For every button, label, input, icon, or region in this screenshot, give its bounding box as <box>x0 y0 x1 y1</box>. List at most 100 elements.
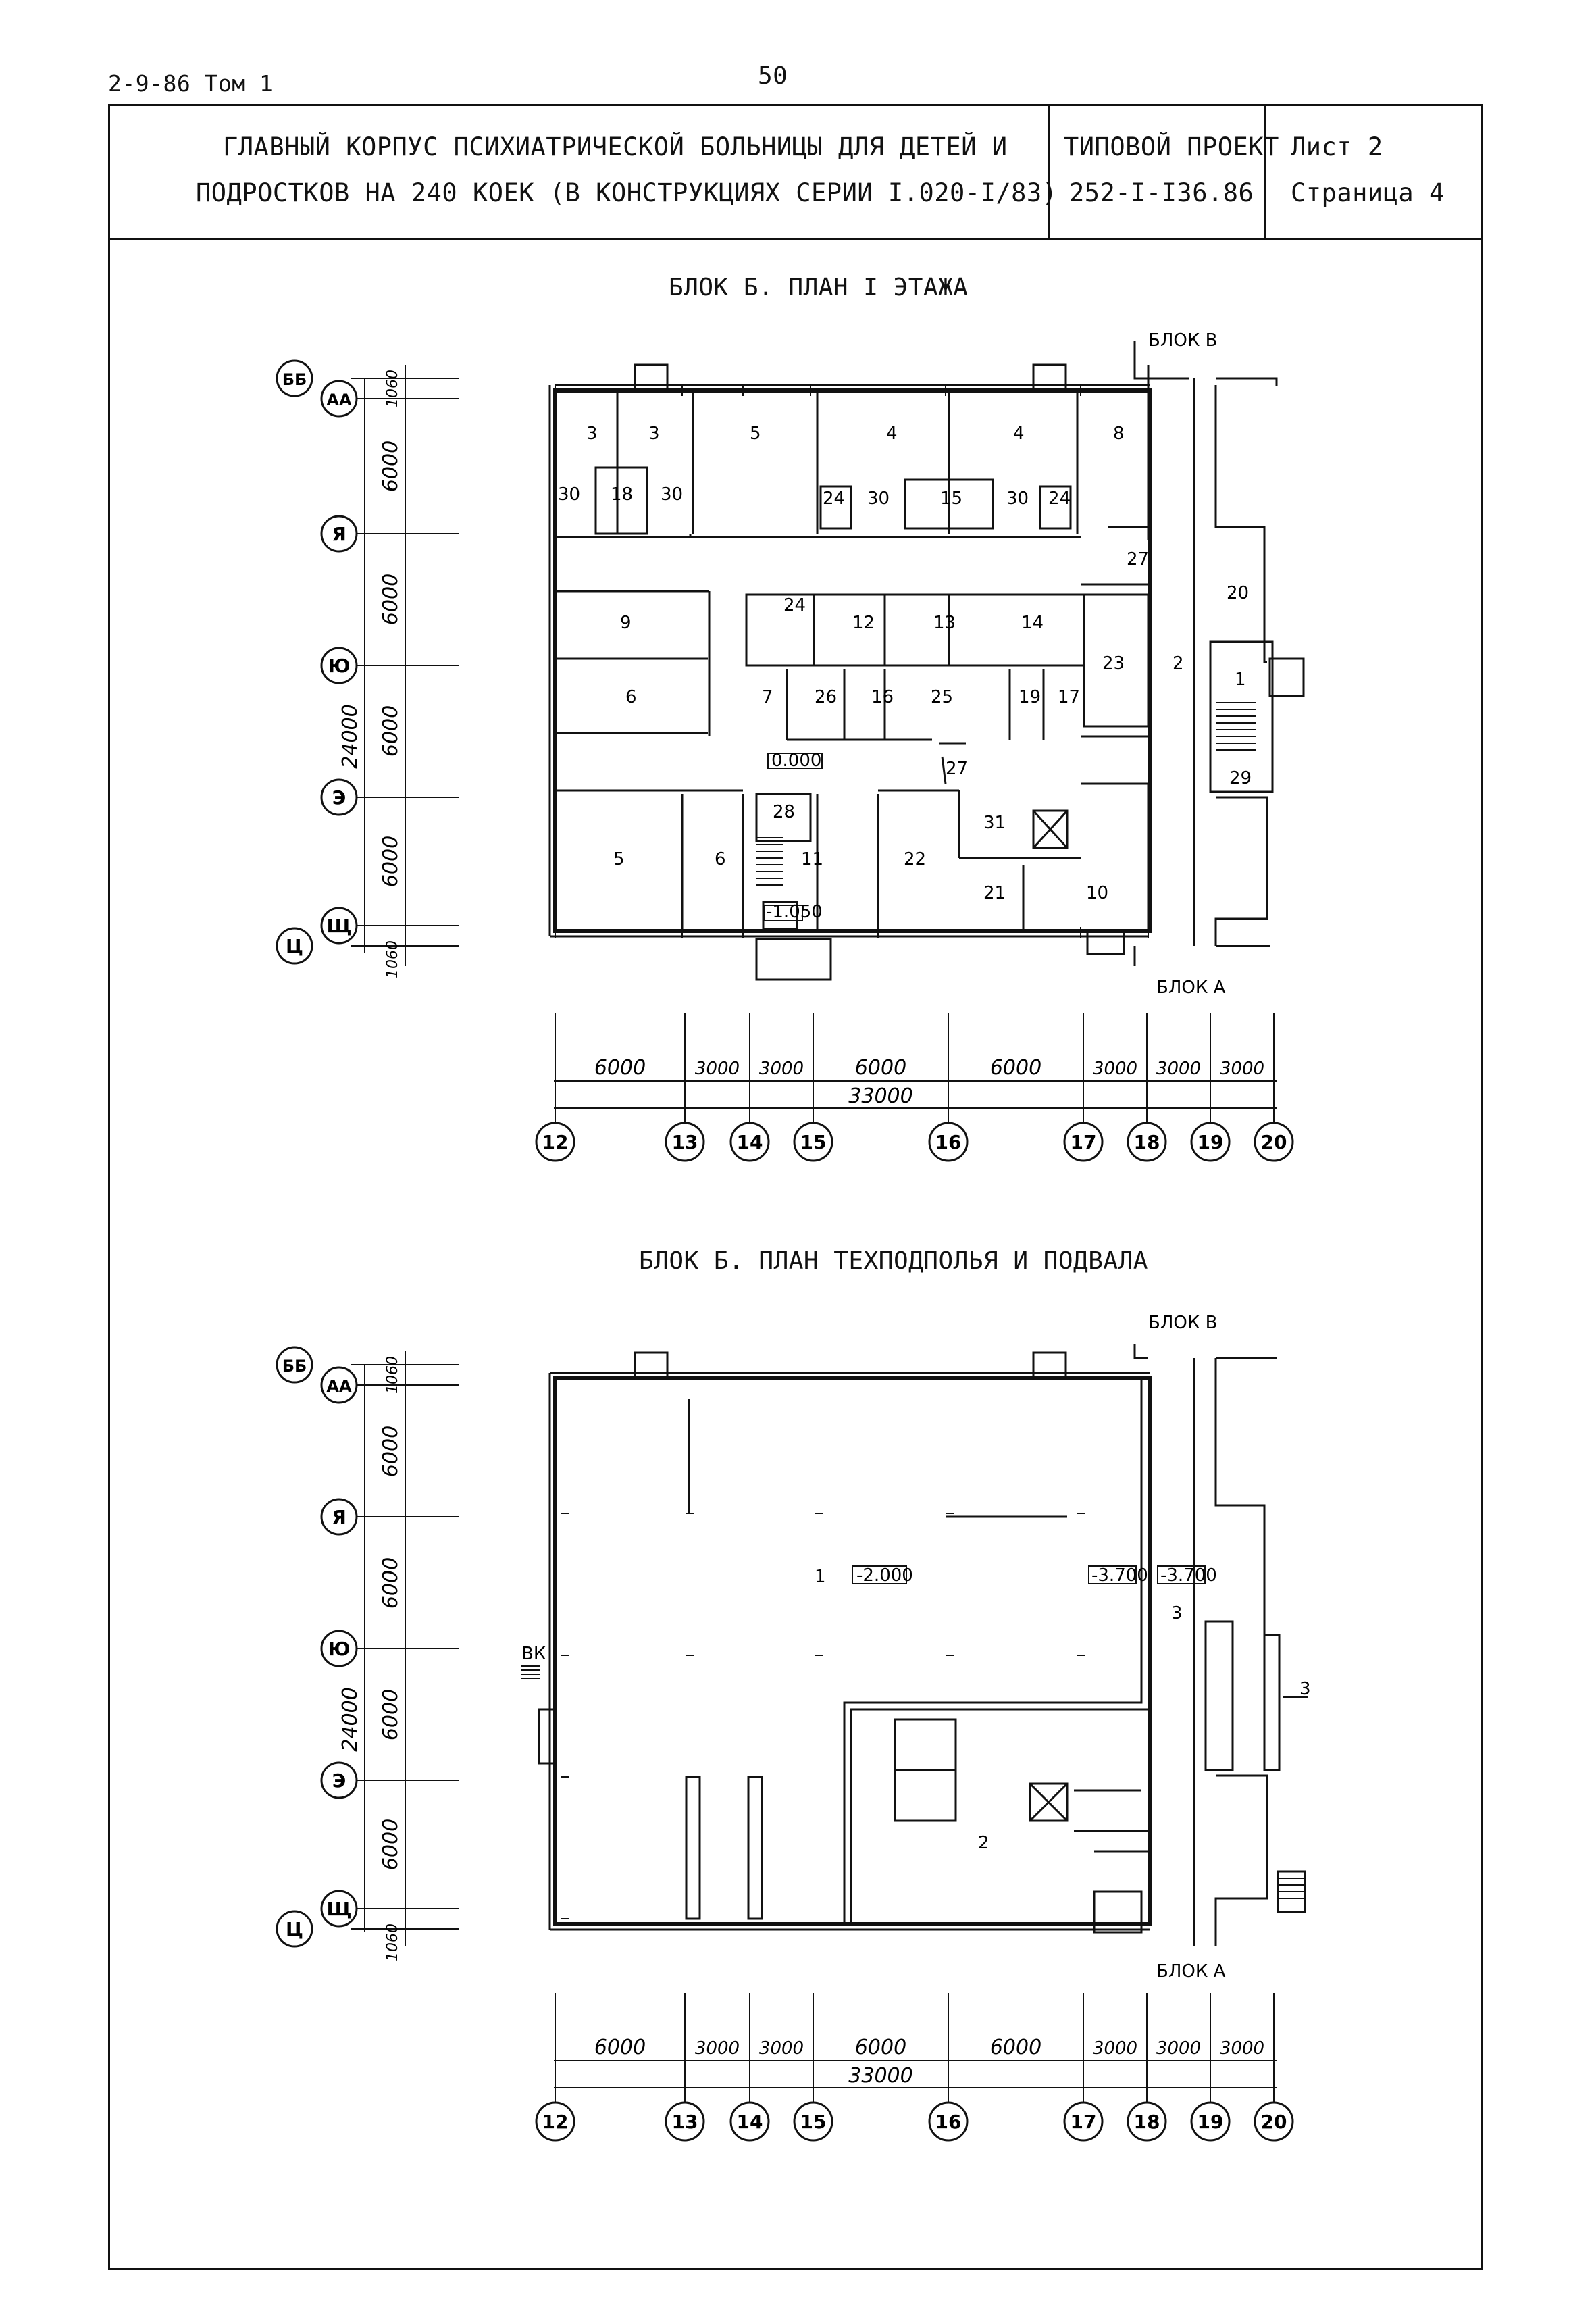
basement-level-2: -3.700 <box>1091 1565 1148 1586</box>
room-label: 12 <box>852 613 875 633</box>
basement-room-2: 2 <box>978 1833 989 1853</box>
plan1-col-dims: 6000 3000 3000 6000 6000 3000 3000 3000 … <box>594 1056 1264 1108</box>
axis-label: 18 <box>1134 1131 1160 1153</box>
axis-label: 15 <box>800 2111 827 2133</box>
plan1-level-mark-stair: -1.050 <box>766 902 823 922</box>
dim-label: 6000 <box>855 1056 906 1080</box>
plan1-col-dim-lines <box>554 1013 1277 1142</box>
dim-label: 6000 <box>379 705 403 757</box>
room-label: 3 <box>648 424 660 444</box>
plan1-col-axis-labels: 12 13 14 15 16 17 18 19 20 <box>542 1131 1287 1153</box>
plan1-row-dims: 1060 6000 6000 6000 6000 1060 24000 <box>338 370 403 978</box>
axis-label: 19 <box>1198 1131 1224 1153</box>
room-label: 14 <box>1021 613 1044 633</box>
axis-label: ББ <box>282 370 307 389</box>
plan2-row-dims: 1060 6000 6000 6000 6000 1060 24000 <box>338 1356 403 1961</box>
dim-label: 6000 <box>379 1426 403 1477</box>
room-label: 7 <box>762 687 773 707</box>
title-cell: ГЛАВНЫЙ КОРПУС ПСИХИАТРИЧЕСКОЙ БОЛЬНИЦЫ … <box>108 104 1057 238</box>
axis-label: Ю <box>328 1638 351 1660</box>
axis-label: АА <box>326 1377 352 1396</box>
basement-level-1: -2.000 <box>856 1565 913 1586</box>
room-label: 22 <box>904 849 926 870</box>
page-number: 50 <box>758 62 788 90</box>
room-label: 30 <box>661 484 683 505</box>
room-label: 4 <box>1013 424 1025 444</box>
plan2-walls <box>521 1344 1308 1946</box>
plan1-row-dim-lines <box>351 365 459 966</box>
room-label: 26 <box>815 687 837 707</box>
room-label: 24 <box>1048 488 1071 509</box>
vk-label: ВК <box>521 1644 546 1664</box>
plan2-block-a-label: БЛОК А <box>1156 1961 1226 1982</box>
dim-label: 3000 <box>1220 2038 1264 2059</box>
axis-label: 13 <box>672 2111 698 2133</box>
dim-label: 3000 <box>1093 2038 1137 2059</box>
axis-label: 17 <box>1071 2111 1097 2133</box>
drawing-frame <box>108 104 1483 2270</box>
room-label: 20 <box>1227 583 1249 603</box>
dim-label: 6000 <box>594 2036 646 2059</box>
dim-label: 3000 <box>1156 1059 1201 1079</box>
plan2-row-dim-lines <box>351 1351 459 1946</box>
plan1-row-axis-labels: ББ АА Я Ю Э Щ Ц <box>282 370 352 957</box>
room-label: 30 <box>558 484 580 505</box>
room-label: 29 <box>1229 768 1252 788</box>
document-reference: 2-9-86 Том 1 <box>108 70 274 97</box>
axis-label: Ю <box>328 655 351 677</box>
plan2-row-axis-bubbles <box>276 1346 358 1948</box>
axis-label: Щ <box>326 1898 351 1920</box>
room-label: 10 <box>1086 883 1108 903</box>
room-label: 6 <box>715 849 726 870</box>
room-label: 1 <box>1235 670 1246 690</box>
axis-label: Я <box>332 1506 346 1528</box>
room-label: 31 <box>983 813 1006 833</box>
room-label: 24 <box>783 595 806 615</box>
plan1-labels: БЛОК В БЛОК А 0.000 -1.050 3 3 5 4 4 8 3… <box>558 330 1252 998</box>
room-label: 17 <box>1058 687 1080 707</box>
room-label: 30 <box>1006 488 1029 509</box>
project-number: 252-I-I36.86 <box>1069 178 1254 207</box>
plan2-col-dims: 6000 3000 3000 6000 6000 3000 3000 3000 … <box>594 2036 1264 2088</box>
project-cell: ТИПОВОЙ ПРОЕКТ 252-I-I36.86 <box>1050 104 1279 238</box>
room-label: 21 <box>983 883 1006 903</box>
plan2-title: БЛОК Б. ПЛАН ТЕХПОДПОЛЬЯ И ПОДВАЛА <box>639 1247 1148 1275</box>
dim-label: 6000 <box>990 1056 1041 1080</box>
dim-total: 33000 <box>848 2064 912 2088</box>
room-label: 27 <box>946 759 968 779</box>
room-label: 5 <box>750 424 761 444</box>
basement-level-3: -3.700 <box>1160 1565 1217 1586</box>
dim-label: 6000 <box>855 2036 906 2059</box>
axis-label: 16 <box>935 2111 962 2133</box>
axis-label: Я <box>332 523 346 545</box>
project-label: ТИПОВОЙ ПРОЕКТ <box>1064 132 1279 161</box>
axis-label: Э <box>332 786 346 809</box>
plan1-title: БЛОК Б. ПЛАН I ЭТАЖА <box>669 274 969 301</box>
title-line-1: ГЛАВНЫЙ КОРПУС ПСИХИАТРИЧЕСКОЙ БОЛЬНИЦЫ … <box>223 132 1008 161</box>
axis-label: 20 <box>1261 2111 1287 2133</box>
dim-label: 3000 <box>695 2038 740 2059</box>
axis-label: Щ <box>326 915 351 937</box>
dim-label: 3000 <box>1220 1059 1264 1079</box>
plan2-labels: БЛОК В БЛОК А 1 2 3 -2.000 -3.700 -3.700… <box>521 1313 1311 1982</box>
dim-total: 24000 <box>338 1687 362 1751</box>
basement-room-1: 1 <box>815 1567 826 1587</box>
dim-label: 1060 <box>384 370 401 407</box>
title-block: ГЛАВНЫЙ КОРПУС ПСИХИАТРИЧЕСКОЙ БОЛЬНИЦЫ … <box>108 104 1483 240</box>
dim-label: 3000 <box>695 1059 740 1079</box>
dim-label: 6000 <box>594 1056 646 1080</box>
room-label: 27 <box>1127 549 1149 570</box>
dim-label: 6000 <box>379 574 403 625</box>
dim-label: 6000 <box>379 1557 403 1609</box>
dim-label: 6000 <box>379 441 403 492</box>
room-label: 11 <box>801 849 823 870</box>
small-mark: 3 <box>1299 1679 1311 1699</box>
axis-label: 19 <box>1198 2111 1224 2133</box>
plan2-block-b-label: БЛОК В <box>1148 1313 1217 1333</box>
room-label: 8 <box>1113 424 1125 444</box>
dim-label: 3000 <box>1093 1059 1137 1079</box>
basement-room-3: 3 <box>1171 1603 1183 1624</box>
dim-label: 6000 <box>379 1819 403 1870</box>
dim-label: 6000 <box>379 836 403 887</box>
